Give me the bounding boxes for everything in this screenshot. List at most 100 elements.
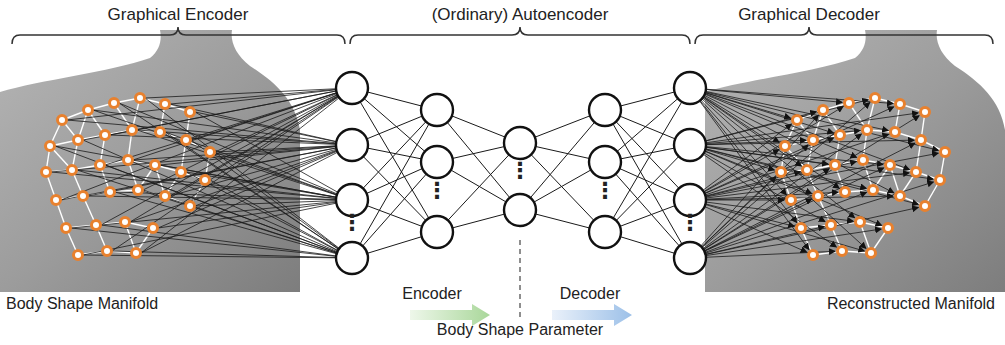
weight-line: [186, 172, 336, 197]
mesh-vertex: [871, 94, 880, 103]
torso-left: [0, 30, 300, 292]
neuron: [336, 129, 368, 161]
mesh-vertex: [884, 224, 893, 233]
figure-caption: Body Shape Parameter: [437, 321, 603, 339]
weight-line: [616, 174, 680, 246]
weight-line: [119, 103, 339, 249]
weight-line: [115, 192, 336, 199]
neuron: [421, 216, 453, 248]
weight-line: [452, 116, 505, 137]
weight-line: [367, 237, 421, 254]
weight-arrow: [706, 149, 867, 189]
mesh-vertex: [124, 156, 133, 165]
weight-arrow: [704, 153, 825, 222]
mesh-vertex: [838, 247, 847, 256]
mesh-vertex: [814, 192, 823, 201]
weight-line: [170, 89, 336, 104]
weight-line: [363, 174, 427, 246]
weight-arrow: [702, 103, 870, 248]
neurons: [336, 72, 706, 274]
mesh-vertex: [84, 106, 93, 115]
mesh-vertex: [186, 202, 195, 211]
mesh-vertex: [134, 186, 143, 195]
mesh-vertex: [863, 126, 872, 135]
weight-line: [367, 92, 421, 106]
neuron: [421, 94, 453, 126]
mesh-vertex: [809, 251, 818, 260]
figure-caption: Reconstructed Manifold: [827, 295, 995, 313]
bracket: [695, 27, 993, 44]
weight-line: [367, 169, 423, 194]
mesh-vertex: [869, 186, 878, 195]
mesh-vertex: [74, 251, 83, 260]
weight-line: [367, 116, 422, 139]
figure-caption: Body Shape Manifold: [6, 295, 158, 313]
weight-line: [620, 92, 674, 106]
weight-line: [363, 122, 426, 189]
mesh-vertex: [936, 176, 945, 185]
weight-line: [620, 169, 676, 194]
mesh-vertex: [58, 116, 67, 125]
weight-line: [77, 170, 336, 198]
section-title: (Ordinary) Autoencoder: [432, 5, 609, 24]
weight-line: [453, 147, 505, 159]
mesh-vertex: [831, 161, 840, 170]
weight-line: [368, 148, 422, 159]
weight-line: [536, 146, 590, 158]
weight-line: [105, 165, 337, 252]
mesh-vertex: [79, 192, 88, 201]
bracket: [350, 27, 690, 44]
mesh-vertex: [867, 249, 876, 258]
neuron: [589, 146, 621, 178]
weight-line: [616, 156, 679, 220]
weight-line: [77, 170, 337, 253]
weight-line: [448, 155, 509, 221]
ellipsis: ⋮: [679, 211, 701, 235]
weight-arrow: [705, 94, 857, 157]
mesh-vertex: [809, 136, 818, 145]
weight-line: [141, 152, 338, 253]
neuron: [674, 72, 706, 104]
weight-arrow: [706, 92, 939, 150]
ellipsis: ⋮: [426, 179, 448, 203]
weight-line: [620, 237, 674, 254]
weight-line: [364, 99, 425, 152]
mesh-vertex: [103, 247, 112, 256]
weight-line: [452, 214, 504, 228]
weight-arrow: [706, 204, 795, 226]
mesh-vertex: [803, 166, 812, 175]
weight-arrow: [705, 182, 933, 253]
weight-line: [210, 180, 338, 251]
neuron: [504, 194, 536, 226]
weight-line: [531, 155, 594, 221]
stage-label: Encoder: [402, 285, 462, 303]
weight-arrow: [703, 154, 836, 247]
weight-line: [210, 96, 338, 180]
mesh-vertex: [68, 166, 77, 175]
mesh-vertex: [781, 142, 790, 151]
mesh-vertex: [841, 188, 850, 197]
weight-arrow: [706, 229, 881, 256]
mesh-vertex: [46, 142, 55, 151]
stage-label: Decoder: [560, 285, 620, 303]
weight-line: [535, 116, 590, 137]
mesh-vertex: [206, 148, 215, 157]
neuron: [674, 242, 706, 274]
weight-line: [360, 124, 429, 244]
mesh-vertex: [896, 100, 905, 109]
weight-line: [613, 102, 682, 218]
neuron: [589, 216, 621, 248]
weight-arrow: [702, 99, 866, 249]
weight-arrow: [706, 89, 893, 103]
mesh-vertex: [186, 108, 195, 117]
weight-line: [61, 94, 337, 200]
mesh-vertex: [819, 106, 828, 115]
mesh-vertex: [136, 94, 145, 103]
weight-line: [158, 151, 337, 228]
connections: [51, 89, 938, 258]
weight-arrow: [705, 151, 882, 225]
weight-arrow: [705, 204, 864, 251]
weight-line: [363, 156, 426, 220]
mesh-vertex: [74, 136, 83, 145]
weight-line: [616, 122, 679, 189]
